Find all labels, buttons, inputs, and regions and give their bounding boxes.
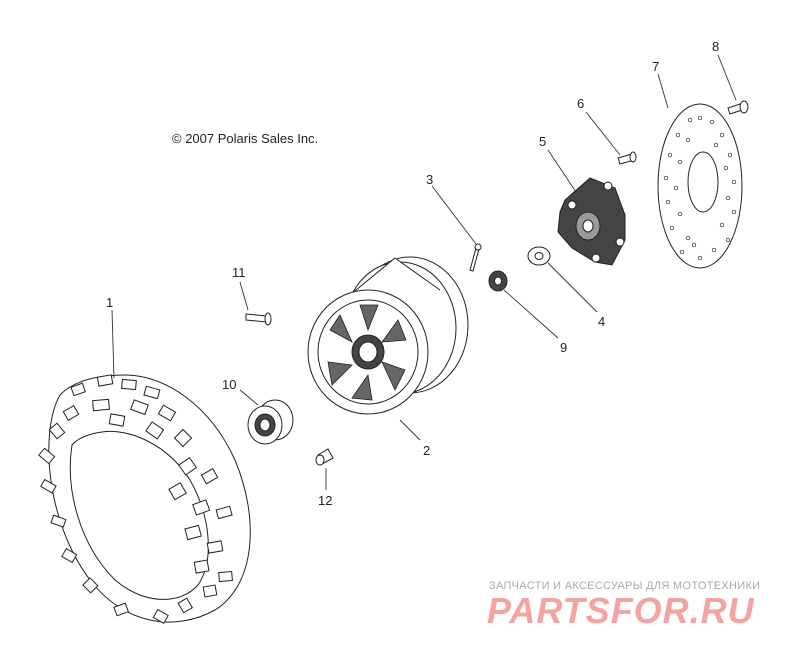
rim-spokes (327, 304, 407, 401)
callout-10: 10 (222, 377, 236, 392)
valve-stem (315, 448, 334, 466)
callout-4: 4 (598, 314, 605, 329)
callout-6: 6 (577, 96, 584, 111)
copyright-notice: © 2007 Polaris Sales Inc. (172, 131, 319, 146)
watermark-tagline: ЗАПЧАСТИ И АКСЕССУАРЫ ДЛЯ МОТОТЕХНИКИ (489, 580, 761, 592)
brake-disc-bolt (727, 100, 749, 115)
brake-disc (657, 103, 743, 269)
wheel-bearing (247, 399, 294, 445)
wheel-hub (557, 177, 626, 266)
callout-8: 8 (712, 39, 719, 54)
leader-lines (111, 54, 737, 490)
callout-2: 2 (423, 443, 430, 458)
callout-1: 1 (106, 295, 113, 310)
callout-9: 9 (560, 340, 567, 355)
wheel-rim (307, 256, 469, 415)
callout-12: 12 (318, 493, 332, 508)
watermark-logo: PARTSFOR.RU (487, 590, 755, 631)
wheel-stud (617, 151, 637, 165)
callout-labels: 1 2 3 4 5 6 7 8 9 10 11 12 (106, 39, 719, 508)
callout-7: 7 (652, 59, 659, 74)
castle-nut (488, 270, 508, 292)
washer (527, 246, 551, 266)
cotter-pin (469, 243, 482, 272)
tire (38, 374, 251, 625)
callout-11: 11 (232, 265, 246, 280)
tire-tread (38, 374, 233, 625)
pin (245, 312, 272, 326)
disc-vent-holes (663, 115, 737, 261)
callout-5: 5 (539, 134, 546, 149)
callout-3: 3 (426, 172, 433, 187)
